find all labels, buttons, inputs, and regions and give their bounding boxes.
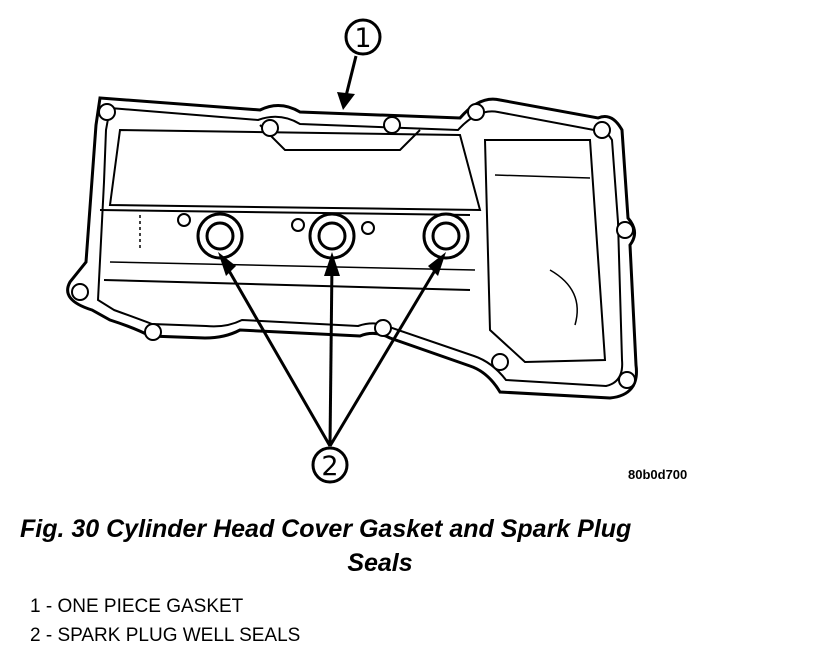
callout-leader-2c xyxy=(328,261,442,447)
cover-rail-lower xyxy=(103,279,471,291)
cover-right-panel xyxy=(483,139,607,364)
callout-arrowhead-2a xyxy=(218,252,236,276)
callout-leaders-2 xyxy=(222,261,442,447)
bolt-hole xyxy=(593,121,611,139)
spark-plug-seal-inner xyxy=(431,221,461,251)
callout-leader-2b xyxy=(328,261,334,447)
bolt-hole xyxy=(467,103,485,121)
caption-line-1: Fig. 30 Cylinder Head Cover Gasket and S… xyxy=(20,515,632,543)
bolt-hole xyxy=(383,116,401,134)
legend: 1 - ONE PIECE GASKET 2 - SPARK PLUG WELL… xyxy=(30,592,300,650)
callout-arrowhead-2c xyxy=(428,252,446,276)
spark-plug-seal-inner xyxy=(205,221,235,251)
callout-leader-2a xyxy=(222,261,332,447)
legend-item-2: 2 - SPARK PLUG WELL SEALS xyxy=(30,625,301,646)
callout-label-1: 1 xyxy=(354,23,371,54)
bolt-hole xyxy=(361,221,375,235)
bolt-holes xyxy=(71,103,636,389)
bolt-hole xyxy=(261,119,279,137)
bolt-hole xyxy=(144,323,162,341)
cover-rail-lower-2 xyxy=(109,261,476,271)
spark-plug-seals xyxy=(196,212,470,260)
figure-code: 80b0d700 xyxy=(628,467,688,482)
bolt-hole xyxy=(491,353,509,371)
callout-label-2: 2 xyxy=(321,451,338,482)
bolt-hole xyxy=(374,319,392,337)
bolt-hole xyxy=(616,221,634,239)
bolt-hole xyxy=(98,103,116,121)
callout-arrowhead-1 xyxy=(337,92,355,110)
bolt-hole xyxy=(71,283,89,301)
cover-rail xyxy=(99,209,471,216)
callout-arrowhead-2b xyxy=(324,252,340,276)
cover-right-rib xyxy=(494,174,591,179)
bolt-hole xyxy=(177,213,191,227)
callout-leader-1 xyxy=(343,55,358,101)
bolt-hole xyxy=(291,218,305,232)
gasket-outline xyxy=(66,96,638,400)
cover-top-plate xyxy=(108,128,482,212)
cover-baffle xyxy=(259,124,421,151)
head-cover-diagram: 1 2 xyxy=(66,18,638,484)
callout-circle-1 xyxy=(344,18,382,56)
callout-arrowheads-2 xyxy=(218,252,446,276)
cover-right-rib-2 xyxy=(549,269,578,326)
legend-item-1: 1 - ONE PIECE GASKET xyxy=(30,596,244,617)
spark-plug-seal-inner xyxy=(317,221,347,251)
bolt-hole xyxy=(618,371,636,389)
caption-line-2: Seals xyxy=(347,549,413,577)
callout-circle-2 xyxy=(311,446,349,484)
figure-caption: Fig. 30 Cylinder Head Cover Gasket and S… xyxy=(20,512,720,580)
